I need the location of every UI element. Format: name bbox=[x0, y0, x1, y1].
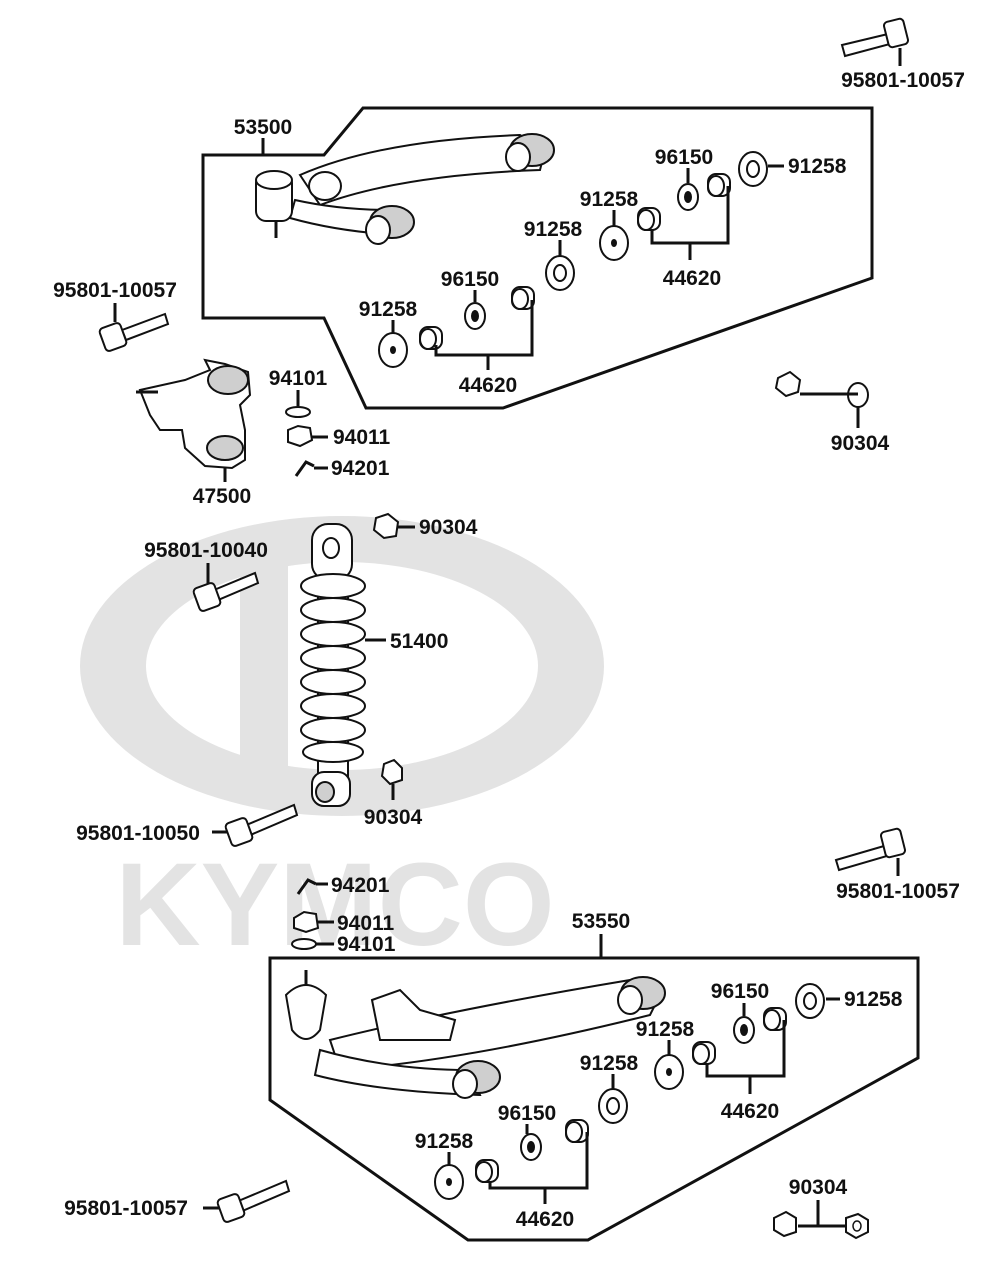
shock-top-nut-label: 90304 bbox=[419, 516, 478, 539]
lower-arm-frame bbox=[268, 956, 920, 1242]
lower-seal-label: 91258 bbox=[580, 1052, 639, 1075]
lower-seal-label: 91258 bbox=[636, 1018, 695, 1041]
knuckle-cotter-pin-label: 94201 bbox=[331, 457, 390, 480]
lower-bushing-icon bbox=[763, 1007, 787, 1031]
upper-seal-icon bbox=[545, 255, 575, 291]
upper-washer-icon bbox=[378, 332, 408, 368]
shock-assembly-label: 51400 bbox=[390, 630, 448, 653]
nut-icon bbox=[774, 370, 802, 398]
lower-bearing-icon bbox=[733, 1016, 755, 1044]
washer-icon bbox=[285, 406, 311, 418]
nut-icon bbox=[372, 512, 400, 540]
lower-bushing-label: 44620 bbox=[721, 1100, 779, 1123]
knuckle-illustration bbox=[136, 358, 252, 470]
upper-bushing-label: 44620 bbox=[459, 374, 517, 397]
lower-nut-label: 90304 bbox=[789, 1176, 848, 1199]
watermark-text: KYMCO bbox=[115, 839, 554, 971]
upper-seal-icon bbox=[738, 151, 768, 187]
upper-arm-illustration bbox=[255, 133, 555, 245]
upper-bearing-icon bbox=[677, 183, 699, 211]
lower-bushing-label: 44620 bbox=[516, 1208, 574, 1231]
lower-washer-label: 94101 bbox=[337, 933, 396, 956]
upper-bushing-icon bbox=[637, 207, 661, 231]
nut-icon bbox=[380, 758, 403, 786]
washer-icon bbox=[291, 938, 317, 950]
bolt-icon bbox=[840, 17, 909, 58]
lower-seal-label: 91258 bbox=[844, 988, 903, 1011]
lower-bolt-left-label: 95801-10057 bbox=[64, 1197, 188, 1220]
lower-bearing-icon bbox=[520, 1133, 542, 1161]
cotter-pin-icon bbox=[294, 460, 315, 477]
upper-bolt-top-label: 95801-10057 bbox=[841, 69, 965, 92]
lower-seal-icon bbox=[598, 1088, 628, 1124]
upper-bushing-icon bbox=[419, 326, 443, 350]
upper-bearing-icon bbox=[464, 302, 486, 330]
bolt-icon bbox=[98, 312, 170, 352]
lower-bearing-label: 96150 bbox=[498, 1102, 556, 1125]
lower-bearing-label: 96150 bbox=[711, 980, 769, 1003]
shock-absorber-illustration bbox=[300, 523, 366, 807]
knuckle-assembly-label: 47500 bbox=[193, 485, 251, 508]
lower-bushing-icon bbox=[475, 1159, 499, 1183]
lower-cotter-pin-label: 94201 bbox=[331, 874, 390, 897]
upper-arm-frame bbox=[201, 106, 874, 410]
lower-arm-assembly-label: 53550 bbox=[572, 910, 630, 933]
upper-nut-label: 90304 bbox=[831, 432, 890, 455]
lower-castle-nut-label: 94011 bbox=[337, 912, 395, 935]
lower-arm-illustration bbox=[284, 970, 666, 1099]
bolt-icon bbox=[834, 827, 906, 872]
upper-seal-label: 91258 bbox=[359, 298, 418, 321]
bolt-icon bbox=[224, 803, 299, 847]
upper-arm-assembly-label: 53500 bbox=[234, 116, 292, 139]
upper-bearing-label: 96150 bbox=[441, 268, 499, 291]
knuckle-castle-nut-label: 94011 bbox=[333, 426, 391, 449]
lower-bushing-icon bbox=[692, 1041, 716, 1065]
upper-bushing-icon bbox=[707, 173, 731, 197]
upper-bushing-label: 44620 bbox=[663, 267, 721, 290]
lower-washer-icon bbox=[654, 1054, 684, 1090]
nut-icon bbox=[773, 1210, 797, 1238]
lower-seal-label: 91258 bbox=[415, 1130, 474, 1153]
shock-bottom-bolt-label: 95801-10050 bbox=[76, 822, 200, 845]
castle-nut-icon bbox=[287, 424, 314, 448]
castle-nut-icon bbox=[293, 910, 320, 934]
shock-top-bolt-label: 95801-10040 bbox=[144, 539, 268, 562]
cotter-pin-icon bbox=[296, 878, 317, 895]
lower-bolt-right-label: 95801-10057 bbox=[836, 880, 960, 903]
lower-washer-icon bbox=[434, 1164, 464, 1200]
washer-icon bbox=[845, 1212, 869, 1240]
upper-seal-label: 91258 bbox=[524, 218, 583, 241]
upper-bushing-icon bbox=[511, 286, 535, 310]
upper-seal-label: 91258 bbox=[580, 188, 639, 211]
upper-bolt-left-label: 95801-10057 bbox=[53, 279, 177, 302]
upper-washer-icon bbox=[599, 225, 629, 261]
bolt-icon bbox=[216, 1179, 291, 1223]
knuckle-washer-label: 94101 bbox=[269, 367, 328, 390]
shock-bottom-nut-label: 90304 bbox=[364, 806, 423, 829]
bolt-icon bbox=[192, 571, 260, 612]
upper-bearing-label: 96150 bbox=[655, 146, 713, 169]
lower-seal-icon bbox=[795, 983, 825, 1019]
lower-bushing-icon bbox=[565, 1119, 589, 1143]
upper-seal-label: 91258 bbox=[788, 155, 847, 178]
